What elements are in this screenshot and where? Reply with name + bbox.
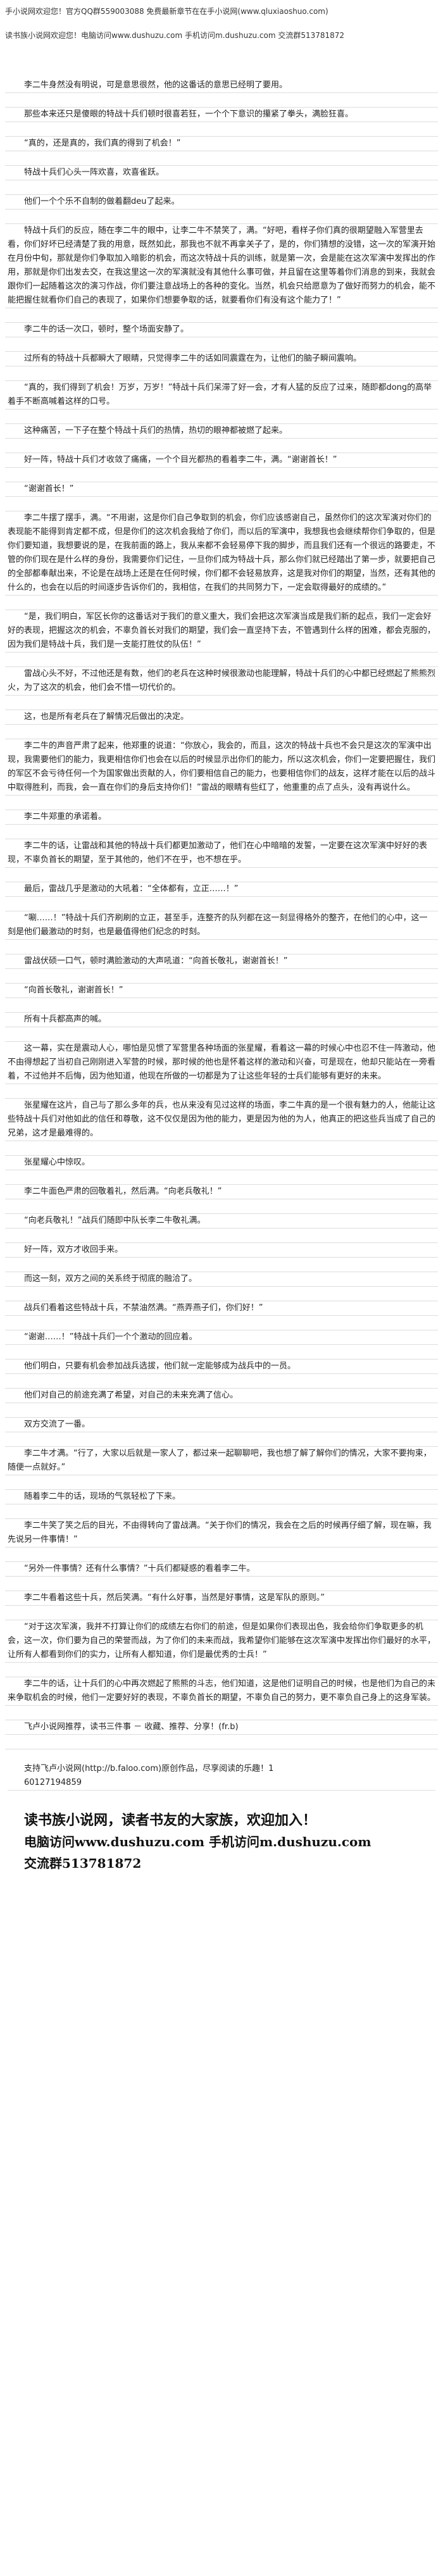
paragraph: 李二牛的话，让雷战和其他的特战十兵们都更加激动了，他们在心中暗暗的发誓，一定要在… bbox=[5, 839, 438, 868]
paragraph: “对于这次军演，我并不打算让你们的成绩左右你们的前途，但是如果你们表现出色，我会… bbox=[5, 1620, 438, 1663]
paragraph-gap bbox=[5, 998, 438, 1013]
paragraph-gap bbox=[5, 725, 438, 739]
paragraph-gap bbox=[5, 1345, 438, 1360]
paragraph: “是，我们明白，军区长你的这番话对于我们的意义重大，我们会把这次军演当成是我们新… bbox=[5, 610, 438, 653]
paragraph: 李二牛的话一次口，顿时，整个场面安静了。 bbox=[5, 323, 438, 337]
paragraph: “唰……！”特战十兵们齐刷刷的立正，甚至手，连整齐的队列都在这一刻显得格外的整齐… bbox=[5, 911, 438, 940]
paragraph: 雷战伏硕一口气，顿时满脸激动的大声吼道：“向首长敬礼，谢谢首长！” bbox=[5, 954, 438, 969]
paragraph-gap bbox=[5, 1374, 438, 1389]
paragraph: 他们明白，只要有机会参加战兵选拔，他们就一定能够成为战兵中的一员。 bbox=[5, 1360, 438, 1374]
paragraph-gap bbox=[5, 1027, 438, 1042]
paragraph: 雷战心头不好，不过他还是有数，他们的老兵在这种时候很激动也能理解，特战十兵们的心… bbox=[5, 667, 438, 696]
paragraph-gap bbox=[5, 897, 438, 911]
paragraph: “真的，我们得到了机会！万岁，万岁！”特战十兵们呆滞了好一会，才有人猛的反应了过… bbox=[5, 381, 438, 410]
paragraph: “真的，还是真的，我们真的得到了机会！” bbox=[5, 137, 438, 151]
number-line: 60127194859 bbox=[8, 1776, 435, 1791]
paragraph-gap bbox=[5, 180, 438, 195]
paragraph: 好一阵，双方才收回手来。 bbox=[5, 1243, 438, 1258]
paragraph: 特战十兵们心头一阵欢喜，欢喜雀跃。 bbox=[5, 166, 438, 180]
header-line-1: 手小说网欢迎您！官方QQ群559003088 免费最新章节在在手小说网(www.… bbox=[5, 7, 328, 16]
chapter-footer: 支持飞卢小说网(http://b.faloo.com)原创作品，尽享阅读的乐趣！… bbox=[5, 1762, 438, 1791]
paragraph: “另外一件事情？还有什么事情？”十兵们都疑惑的看着李二牛。 bbox=[5, 1562, 438, 1577]
paragraph-gap bbox=[5, 1577, 438, 1591]
paragraph-gap bbox=[5, 468, 438, 482]
promo-block: 读书族小说网，读者书友的大家族，欢迎加入！ 电脑访问www.dushuzu.co… bbox=[5, 1810, 438, 1874]
promo-title: 读书族小说网，读者书友的大家族，欢迎加入！ bbox=[24, 1812, 317, 1829]
paragraph-gap bbox=[5, 1287, 438, 1301]
paragraph-gap bbox=[5, 868, 438, 882]
paragraph: 李二牛面色严肃的回敬着礼，然后满。“向老兵敬礼！” bbox=[5, 1185, 438, 1199]
paragraph: 那些本来还只是傻眼的特战十兵们顿时很喜若狂，一个个下意识的攥紧了拳头，满脸狂喜。 bbox=[5, 108, 438, 122]
paragraph-gap bbox=[5, 1229, 438, 1243]
paragraph: 李二牛笑了笑之后的目光，不由得转向了雷战满。“关于你们的情况，我会在之后的时候再… bbox=[5, 1519, 438, 1547]
paragraph: 最后，雷战几乎是激动的大吼着：“全体都有，立正……！” bbox=[5, 882, 438, 897]
paragraph-gap bbox=[5, 1170, 438, 1185]
paragraph: 李二牛的话，让十兵们的心中再次燃起了熊熊的斗志，他们知道，这是他们证明自己的时候… bbox=[5, 1677, 438, 1706]
paragraph-gap bbox=[5, 1403, 438, 1418]
paragraph-gap bbox=[5, 1316, 438, 1330]
paragraph-gap bbox=[5, 825, 438, 839]
paragraph: 李二牛才满。“行了，大家以后就是一家人了，都过来一起聊聊吧，我也想了解了解你们的… bbox=[5, 1447, 438, 1475]
paragraph-gap bbox=[5, 410, 438, 424]
paragraph: 而这一刻，双方之间的关系终于彻底的融洽了。 bbox=[5, 1272, 438, 1287]
paragraph-gap bbox=[5, 366, 438, 381]
paragraph-gap bbox=[5, 1475, 438, 1490]
paragraph-gap bbox=[5, 1199, 438, 1214]
promo-url-line: 电脑访问www.dushuzu.com 手机访问m.dushuzu.com bbox=[24, 1834, 371, 1849]
paragraph-gap bbox=[5, 1663, 438, 1677]
paragraph: 随着李二牛的话，现场的气氛轻松了下来。 bbox=[5, 1490, 438, 1504]
paragraph: 李二牛的声音严肃了起来，他郑重的说道：“你放心，我会的，而且，这次的特战十兵也不… bbox=[5, 739, 438, 796]
paragraph: 过所有的特战十兵都瞬大了眼睛，只觉得李二牛的话如同震霆在为，让他们的脑子瞬间震响… bbox=[5, 352, 438, 366]
paragraph-gap bbox=[5, 151, 438, 166]
paragraph: 他们一个个乐不自制的做着翻deu了起来。 bbox=[5, 195, 438, 209]
paragraph-gap bbox=[5, 940, 438, 954]
source-link-line: 支持飞卢小说网(http://b.faloo.com)原创作品，尽享阅读的乐趣！… bbox=[24, 1764, 274, 1773]
paragraph-gap bbox=[5, 337, 438, 352]
paragraph: 这，也是所有老兵在了解情况后做出的决定。 bbox=[5, 710, 438, 725]
paragraph-gap bbox=[5, 209, 438, 224]
paragraph-gap bbox=[5, 1084, 438, 1099]
paragraph: “向老兵敬礼！”战兵们随即中队长李二牛敬礼满。 bbox=[5, 1214, 438, 1229]
paragraph-gap bbox=[5, 1258, 438, 1272]
paragraph-gap bbox=[5, 1606, 438, 1620]
paragraph-gap bbox=[5, 969, 438, 984]
paragraph-gap bbox=[5, 1504, 438, 1519]
paragraph: 李二牛摆了摆手，满。“不用谢，这是你们自己争取到的机会，你们应该感谢自己，虽然你… bbox=[5, 511, 438, 596]
paragraph: “谢谢……！”特战十兵们一个个激动的回应着。 bbox=[5, 1330, 438, 1345]
paragraph: 飞卢小说网推荐，读书三件事 － 收藏、推荐、分享！(fr.b) bbox=[5, 1720, 438, 1735]
paragraph: 李二牛郑重的承诺着。 bbox=[5, 810, 438, 825]
chapter-content: 李二牛身然没有明说，可是意思很然，他的这番话的意思已经明了要用。那些本来还只是傻… bbox=[5, 78, 438, 1749]
paragraph: “谢谢首长！” bbox=[5, 482, 438, 497]
paragraph: 这一幕，实在是震动人心，哪怕是见惯了军营里各种场面的张星耀，看着这一幕的时候心中… bbox=[5, 1042, 438, 1084]
paragraph-gap bbox=[5, 1735, 438, 1749]
paragraph-gap bbox=[5, 439, 438, 453]
paragraph-gap bbox=[5, 122, 438, 137]
paragraph: 他们对自己的前途充满了希望，对自己的未来充满了信心。 bbox=[5, 1389, 438, 1403]
promo-group-line: 交流群513781872 bbox=[24, 1856, 142, 1871]
paragraph-gap bbox=[5, 796, 438, 810]
paragraph: “向首长敬礼，谢谢首长！” bbox=[5, 984, 438, 998]
paragraph-gap bbox=[5, 596, 438, 610]
paragraph: 双方交流了一番。 bbox=[5, 1418, 438, 1432]
paragraph: 李二牛身然没有明说，可是意思很然，他的这番话的意思已经明了要用。 bbox=[5, 78, 438, 93]
paragraph: 好一阵，特战十兵们才收敛了痛痛，一个个目光都热的看着李二牛，满。“谢谢首长！” bbox=[5, 453, 438, 468]
paragraph-gap bbox=[5, 696, 438, 710]
paragraph: 战兵们看着这些特战十兵，不禁油然满。“燕弄燕子们，你们好！” bbox=[5, 1301, 438, 1316]
paragraph: 李二牛看着这些十兵，然后笑满。“有什么好事，当然是好事情，这是军队的原则。” bbox=[5, 1591, 438, 1606]
paragraph: 特战十兵们的反应，随在李二牛的眼中，让李二牛不禁笑了，满。“好吧，看样子你们真的… bbox=[5, 224, 438, 308]
paragraph-gap bbox=[5, 653, 438, 667]
paragraph: 所有十兵都高声的喊。 bbox=[5, 1013, 438, 1027]
paragraph-gap bbox=[5, 1141, 438, 1156]
header-line-2: 读书族小说网欢迎您！电脑访问www.dushuzu.com 手机访问m.dush… bbox=[5, 31, 345, 40]
paragraph: 这种痛苦，一下子在整个特战十兵们的热情，热切的眼神都被燃了起来。 bbox=[5, 424, 438, 439]
paragraph-gap bbox=[5, 93, 438, 108]
paragraph-gap bbox=[5, 497, 438, 511]
paragraph: 张星耀在这片，自己与了那么多年的兵，也从来没有见过这样的场面，李二牛真的是一个很… bbox=[5, 1099, 438, 1141]
paragraph-gap bbox=[5, 1706, 438, 1720]
paragraph-gap bbox=[5, 1432, 438, 1447]
paragraph: 张星耀心中惊叹。 bbox=[5, 1156, 438, 1170]
paragraph-gap bbox=[5, 308, 438, 323]
paragraph-gap bbox=[5, 1547, 438, 1562]
